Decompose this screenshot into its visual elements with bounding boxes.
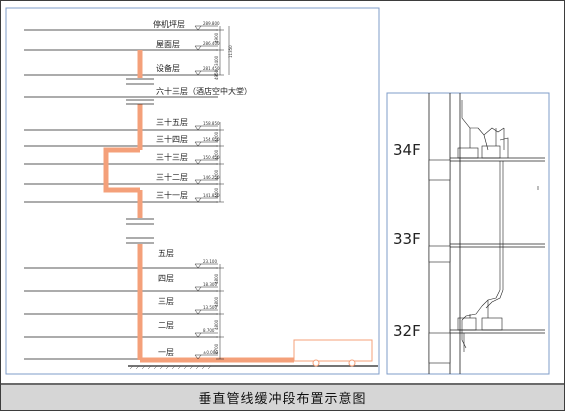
elevation-labels: 289.800 286.400 281.450 158.850 154.650 …	[203, 21, 220, 355]
elevation-label: 150.450	[203, 155, 220, 160]
floor-label: 四层	[158, 274, 174, 283]
elevation-label: 18.300	[203, 282, 217, 287]
right-riser-pipe	[499, 161, 504, 290]
elevation-markers	[194, 25, 218, 360]
ground-pump-unit	[293, 339, 373, 367]
dimension-label: 4800	[214, 319, 219, 330]
right-panel-border	[386, 92, 550, 375]
left-floor-lines	[24, 29, 218, 360]
pipe-break-markers	[126, 78, 154, 244]
dimension-label: 11350	[228, 45, 233, 58]
floor-label: 设备层	[156, 63, 180, 73]
floor-label: 六十三层（酒店空中大堂）	[156, 86, 252, 96]
figure-caption: 垂直管线缓冲段布置示意图	[198, 392, 367, 407]
dimension-label: 4400	[214, 187, 219, 198]
dimension-label: 3400	[214, 55, 219, 66]
floor-label: 二层	[158, 321, 174, 330]
elevation-label: ±0.000	[203, 350, 218, 355]
floor-label: 三十三层	[156, 152, 188, 162]
elevation-label: 158.850	[203, 121, 220, 126]
right-floor-slabs	[450, 157, 545, 334]
floor-label: 停机坪层	[153, 19, 185, 29]
dimension-label: 4900	[214, 32, 219, 43]
elevation-label: 286.400	[203, 41, 220, 46]
elevation-label: 281.450	[203, 66, 220, 71]
floor-label: 三十一层	[156, 190, 188, 200]
floor-label: 一层	[158, 348, 174, 357]
ground-hatch	[128, 365, 378, 370]
riser-pipe	[103, 50, 294, 363]
floor-label: 屋面层	[156, 40, 180, 49]
floor-label-33f: 33F	[393, 230, 421, 248]
elevation-label: 8.700	[203, 328, 215, 333]
dimension-label: 4200	[214, 169, 219, 180]
dimension-label: 8700	[214, 343, 219, 354]
elevation-label: 154.650	[203, 137, 220, 142]
floor-label: 三层	[158, 297, 174, 306]
dimension-label: 4950	[214, 69, 219, 80]
pipe-buffer-loop	[103, 147, 140, 193]
floor-label: 五层	[158, 249, 174, 258]
floor-label: 三十五层	[156, 117, 188, 127]
dimension-label: 4800	[214, 273, 219, 284]
elevation-label: 141.850	[203, 193, 220, 198]
floor-label: 三十二层	[156, 172, 188, 182]
left-panel-border	[5, 7, 380, 375]
dimension-labels: 4900 3400 4950 11350 4200 4200 4200 4400…	[214, 32, 233, 354]
dimension-label: 4200	[214, 131, 219, 142]
dimension-lines	[216, 26, 230, 360]
upper-support-frame	[457, 100, 509, 159]
floor-label: 三十四层	[156, 134, 188, 144]
dimension-label: 4200	[214, 149, 219, 160]
floor-label-32f: 32F	[393, 322, 421, 340]
elevation-label: 289.800	[203, 21, 220, 26]
caption-bar: 垂直管线缓冲段布置示意图	[1, 383, 564, 410]
dimension-label: 4800	[214, 296, 219, 307]
elevation-label: 23.100	[203, 259, 217, 264]
core-wall	[428, 93, 461, 374]
floor-labels: 停机坪层 屋面层 设备层 六十三层（酒店空中大堂） 三十五层 三十四层 三十三层…	[153, 19, 252, 357]
elevation-label: 13.500	[203, 305, 217, 310]
floor-label-34f: 34F	[393, 141, 421, 159]
elevation-label: 146.250	[203, 175, 220, 180]
lower-support-frame	[457, 289, 504, 352]
